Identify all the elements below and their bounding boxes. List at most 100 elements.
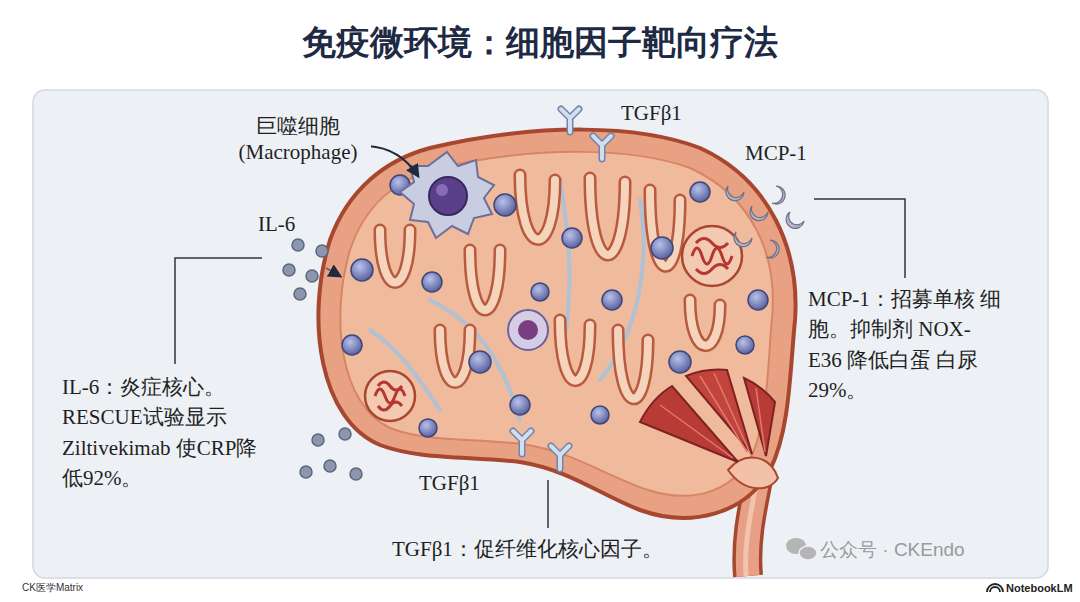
il6-arrow-part [326,268,340,276]
cytokine-label: TGFβ1 [416,470,483,496]
immune-cells-part [419,419,437,437]
immune-cells-part [591,406,609,424]
tgfb1-molecules-part-part [513,431,531,454]
tgfb1-molecules-part-part [593,136,611,159]
renal-pyramids-part [728,458,778,489]
tubules-part-part [440,330,470,383]
title: 免疫微环境：细胞因子靶向疗法 [0,20,1080,66]
il6-molecules-part [350,468,362,480]
immune-cells-part [690,182,710,202]
tgfb1-molecules-part [513,109,611,469]
tubules-part-part [440,330,470,383]
il6-molecules-part [306,270,318,282]
tubules-part-part [380,230,410,283]
watermark: CK医学Matrix [22,582,83,593]
il6-molecules-part [292,239,304,251]
macrophage [400,152,494,238]
tgfb1-molecules-part-part [593,136,611,159]
tubules-part-part [690,300,720,346]
notebooklm-logo [987,584,1003,592]
immune-cells-part [469,351,491,373]
cytokine-label: MCP-1 [742,140,810,166]
mcp1-molecules [726,186,804,258]
central-cell-part [508,310,548,350]
immune-cells-part [422,272,442,292]
glomerulus-part [682,226,742,286]
panel [33,90,1048,578]
il6-molecules-part [324,460,336,472]
glomerulus [365,226,742,421]
tubules-part-part [520,175,555,239]
tubules-part-part [618,330,648,399]
renal-pyramids-part [660,373,765,458]
il6-molecules-part [316,245,328,257]
tubules-part-part [590,178,625,255]
renal-pyramids-part [686,370,752,454]
il6-arrow [326,268,340,276]
immune-cells-part [562,228,582,248]
macrophage-part [400,152,494,238]
tubules-part-part [690,300,720,346]
glomerulus-part [365,371,415,421]
mcp1-molecules-part [750,206,768,221]
wechat-icon-part [799,546,817,560]
watermark: NotebookLM [1006,582,1073,594]
immune-cells-part [531,283,549,301]
glomerulus-part [692,239,732,274]
il6-molecules-part [294,288,306,300]
tgfb1-molecules-part-part [551,446,569,469]
immune-cells-part [342,335,362,355]
tubules-part-part [470,250,500,310]
central-cell-part [518,320,538,340]
tubules-part-part [650,190,680,266]
macrophage-arrow-part [368,146,418,176]
wechat-icon [786,538,817,560]
tubules-part-part [560,320,590,381]
leader-lines-part [175,258,262,364]
il6-molecules-part [312,434,324,446]
il6-molecules-part [300,466,312,478]
cell-label: 巨噬细胞 (Macrophage) [225,113,371,166]
watermark: 公众号 · CKEndo [820,536,965,564]
kidney-outline [318,130,795,518]
tubules-part-part [560,320,590,381]
mcp1-molecules-part [772,186,785,204]
immune-cells-part [494,194,516,216]
il6-molecules-part [339,428,351,440]
mcp1-molecules-part [726,186,744,201]
interstitium-part [430,300,520,420]
callout-text: MCP-1：招募单核 细胞。抑制剂 NOX-E36 降低白蛋 白尿29%。 [808,284,1004,406]
notebooklm-logo-part [987,584,1003,592]
tgfb1-molecules-part-part [561,109,579,132]
cytokine-label: TGFβ1 [618,100,685,126]
tubules-part-part [520,175,555,239]
immune-cells [342,175,768,437]
central-cell [508,310,548,350]
macrophage-arrow [368,146,418,176]
mcp1-molecules-part [786,212,804,228]
leader-lines-part [547,480,549,528]
tubules-part-part [618,330,648,399]
il6-molecules [283,239,362,480]
tubules-part-part [380,230,410,283]
immune-cells-part [748,290,768,310]
tgfb1-molecules-part [513,109,611,469]
tubules-part-part [470,250,500,310]
immune-cells-part [602,290,622,310]
tgfb1-molecules-part-part [513,431,531,454]
callout-text: TGFβ1：促纤维化核心因子。 [392,534,663,564]
renal-pyramids [640,370,778,489]
tubules-part-part [650,190,680,266]
tgfb1-molecules [513,109,611,469]
il6-molecules-part [283,264,295,276]
leader-lines-part [814,199,905,278]
macrophage-part [429,177,467,215]
mcp1-molecules-part [734,232,752,247]
immune-cells-part [351,259,373,281]
glomerulus-part [375,382,405,410]
kidney-outline-part [340,152,772,496]
cytokine-label: IL-6 [255,211,298,237]
immune-cells-part [669,351,691,373]
tgfb1-molecules-part-part [551,446,569,469]
